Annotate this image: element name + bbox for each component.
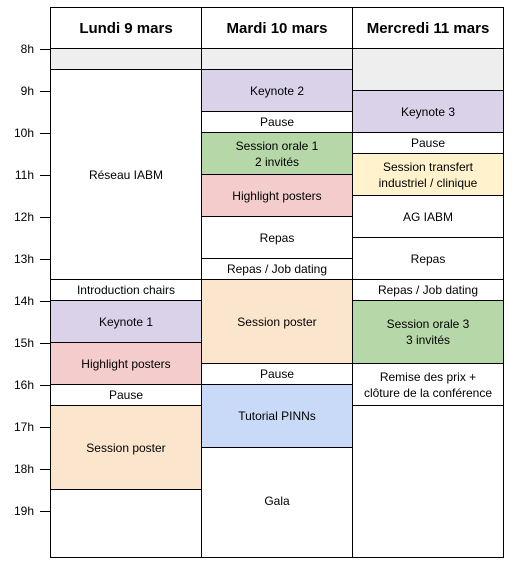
schedule-event: Réseau IABM bbox=[51, 70, 201, 280]
event-label: Introduction chairs bbox=[76, 283, 176, 297]
hour-tick bbox=[40, 175, 50, 176]
hour-label: 18h bbox=[13, 462, 34, 476]
schedule-event: Keynote 1 bbox=[51, 301, 201, 343]
hour-label: 12h bbox=[13, 210, 34, 224]
hour-tick bbox=[40, 259, 50, 260]
event-label: Session transfert industriel / clinique bbox=[378, 159, 478, 190]
hour-label: 10h bbox=[13, 126, 34, 140]
event-label: Pause bbox=[108, 388, 144, 402]
hour-tick bbox=[40, 49, 50, 50]
event-label: Keynote 1 bbox=[98, 314, 154, 329]
event-label: Pause bbox=[259, 367, 295, 381]
schedule-event: Pause bbox=[51, 385, 201, 406]
event-label: Session orale 1 2 invités bbox=[235, 138, 319, 169]
empty-slot bbox=[51, 49, 201, 70]
day-header: Mercredi 11 mars bbox=[353, 8, 503, 49]
event-label: Highlight posters bbox=[232, 188, 322, 203]
event-label: Session poster bbox=[86, 440, 166, 455]
event-label: Keynote 2 bbox=[249, 83, 305, 98]
event-label: Highlight posters bbox=[81, 356, 171, 371]
schedule-event: Highlight posters bbox=[51, 343, 201, 385]
schedule-event: Remise des prix + clôture de la conféren… bbox=[353, 364, 503, 406]
hour-tick bbox=[40, 385, 50, 386]
schedule-event: Session poster bbox=[51, 406, 201, 490]
hour-tick bbox=[40, 91, 50, 92]
hour-tick bbox=[40, 343, 50, 344]
event-label: Session orale 3 3 invités bbox=[386, 317, 470, 347]
schedule-event: Repas / Job dating bbox=[353, 280, 503, 301]
empty-slot bbox=[51, 490, 201, 553]
hour-tick bbox=[40, 427, 50, 428]
hour-label: 19h bbox=[13, 504, 34, 518]
event-label: Remise des prix + clôture de la conféren… bbox=[363, 369, 493, 400]
hour-tick bbox=[40, 511, 50, 512]
hour-tick bbox=[40, 301, 50, 302]
schedule-event: Highlight posters bbox=[202, 175, 352, 217]
event-label: Keynote 3 bbox=[400, 104, 456, 119]
event-label: Repas / Job dating bbox=[226, 262, 328, 276]
hour-tick bbox=[40, 217, 50, 218]
hour-label: 15h bbox=[13, 336, 34, 350]
event-label: Repas bbox=[259, 230, 295, 245]
schedule-event: Tutorial PINNs bbox=[202, 385, 352, 448]
schedule-event: Session poster bbox=[202, 280, 352, 364]
schedule-event: Introduction chairs bbox=[51, 280, 201, 301]
schedule-event: Pause bbox=[202, 364, 352, 385]
event-label: Tutorial PINNs bbox=[238, 409, 316, 423]
event-label: Session poster bbox=[237, 314, 317, 329]
schedule-event: Gala bbox=[202, 448, 352, 553]
hour-label: 17h bbox=[13, 420, 34, 434]
event-label: Réseau IABM bbox=[88, 167, 164, 182]
schedule-event: Pause bbox=[353, 133, 503, 154]
schedule-event: Keynote 3 bbox=[353, 91, 503, 133]
schedule-event: Repas / Job dating bbox=[202, 259, 352, 280]
schedule-event: Keynote 2 bbox=[202, 70, 352, 112]
hour-label: 11h bbox=[14, 168, 34, 182]
empty-slot bbox=[353, 406, 503, 553]
event-label: Repas / Job dating bbox=[377, 283, 479, 297]
event-label: AG IABM bbox=[402, 209, 453, 224]
schedule-event: AG IABM bbox=[353, 196, 503, 238]
day-header: Mardi 10 mars bbox=[202, 8, 352, 49]
day-header: Lundi 9 mars bbox=[51, 8, 201, 49]
empty-slot bbox=[353, 49, 503, 91]
hour-label: 13h bbox=[13, 252, 34, 266]
hour-tick bbox=[40, 133, 50, 134]
hour-label: 14h bbox=[13, 294, 34, 308]
hour-label: 16h bbox=[13, 378, 34, 392]
schedule-event: Session transfert industriel / clinique bbox=[353, 154, 503, 196]
hour-label: 8h bbox=[20, 42, 34, 56]
schedule-event: Pause bbox=[202, 112, 352, 133]
event-label: Repas bbox=[410, 251, 446, 266]
schedule-event: Session orale 3 3 invités bbox=[353, 301, 503, 364]
event-label: Pause bbox=[410, 136, 446, 150]
empty-slot bbox=[202, 49, 352, 70]
event-label: Pause bbox=[259, 115, 295, 129]
schedule-event: Session orale 1 2 invités bbox=[202, 133, 352, 175]
hour-label: 9h bbox=[20, 84, 34, 98]
event-label: Gala bbox=[264, 493, 290, 508]
hour-tick bbox=[40, 469, 50, 470]
schedule-event: Repas bbox=[353, 238, 503, 280]
schedule-event: Repas bbox=[202, 217, 352, 259]
